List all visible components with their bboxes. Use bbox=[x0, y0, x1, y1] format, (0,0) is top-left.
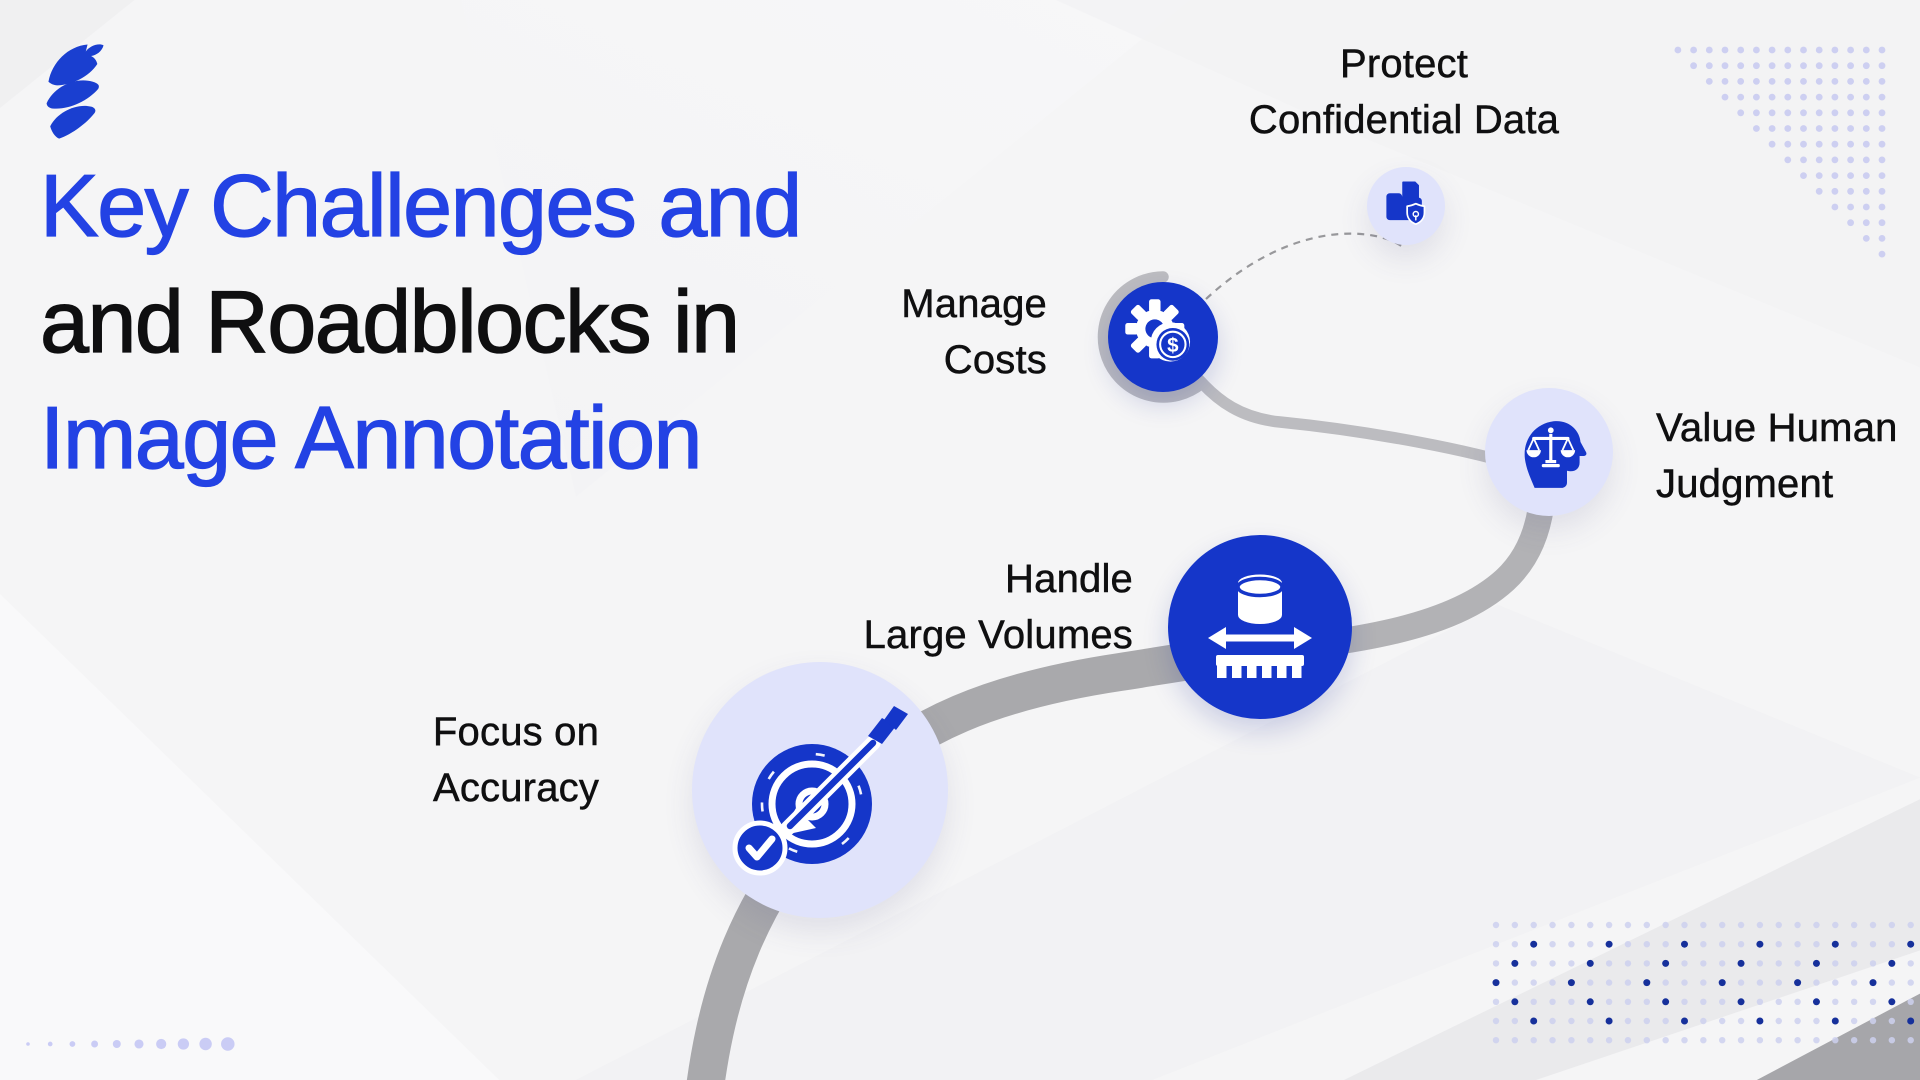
page-title: Key Challenges and and Roadblocks in Ima… bbox=[39, 148, 802, 496]
label-line: Protect bbox=[1339, 42, 1469, 87]
label-line: Handle bbox=[1005, 557, 1133, 602]
label-line: Large Volumes bbox=[863, 613, 1133, 658]
title-line-2: and Roadblocks in bbox=[39, 271, 740, 371]
head-scales-icon bbox=[1524, 421, 1587, 488]
database-measure-icon bbox=[1208, 574, 1312, 678]
label-line: Accuracy bbox=[432, 766, 600, 811]
dollar-symbol: $ bbox=[1167, 334, 1179, 357]
target-check-icon bbox=[732, 706, 908, 876]
label-line: Confidential Data bbox=[1248, 98, 1560, 143]
gear-dollar-icon: $ bbox=[1125, 299, 1191, 362]
label-protect-data: Protect Confidential Data bbox=[1204, 36, 1604, 148]
title-line-3: Image Annotation bbox=[39, 387, 703, 487]
milestone-protect-data bbox=[1367, 167, 1445, 245]
label-focus-accuracy: Focus on Accuracy bbox=[316, 704, 716, 816]
label-handle-volumes: Handle Large Volumes bbox=[733, 551, 1133, 663]
label-line: Value Human bbox=[1656, 406, 1898, 451]
label-line: Focus on bbox=[432, 710, 600, 755]
title-line-1: Key Challenges and bbox=[39, 155, 802, 255]
label-line: Judgment bbox=[1656, 462, 1834, 507]
folder-shield-icon bbox=[1386, 179, 1426, 226]
milestone-handle-volumes bbox=[1168, 535, 1352, 719]
milestone-focus-accuracy bbox=[692, 662, 948, 918]
road-dashed-connector bbox=[1205, 232, 1405, 300]
milestone-value-judgment bbox=[1485, 388, 1613, 516]
phoenix-bird-logo-icon bbox=[46, 44, 104, 139]
label-value-judgment: Value Human Judgment bbox=[1656, 400, 1920, 512]
milestone-manage-costs: $ bbox=[1108, 282, 1218, 392]
